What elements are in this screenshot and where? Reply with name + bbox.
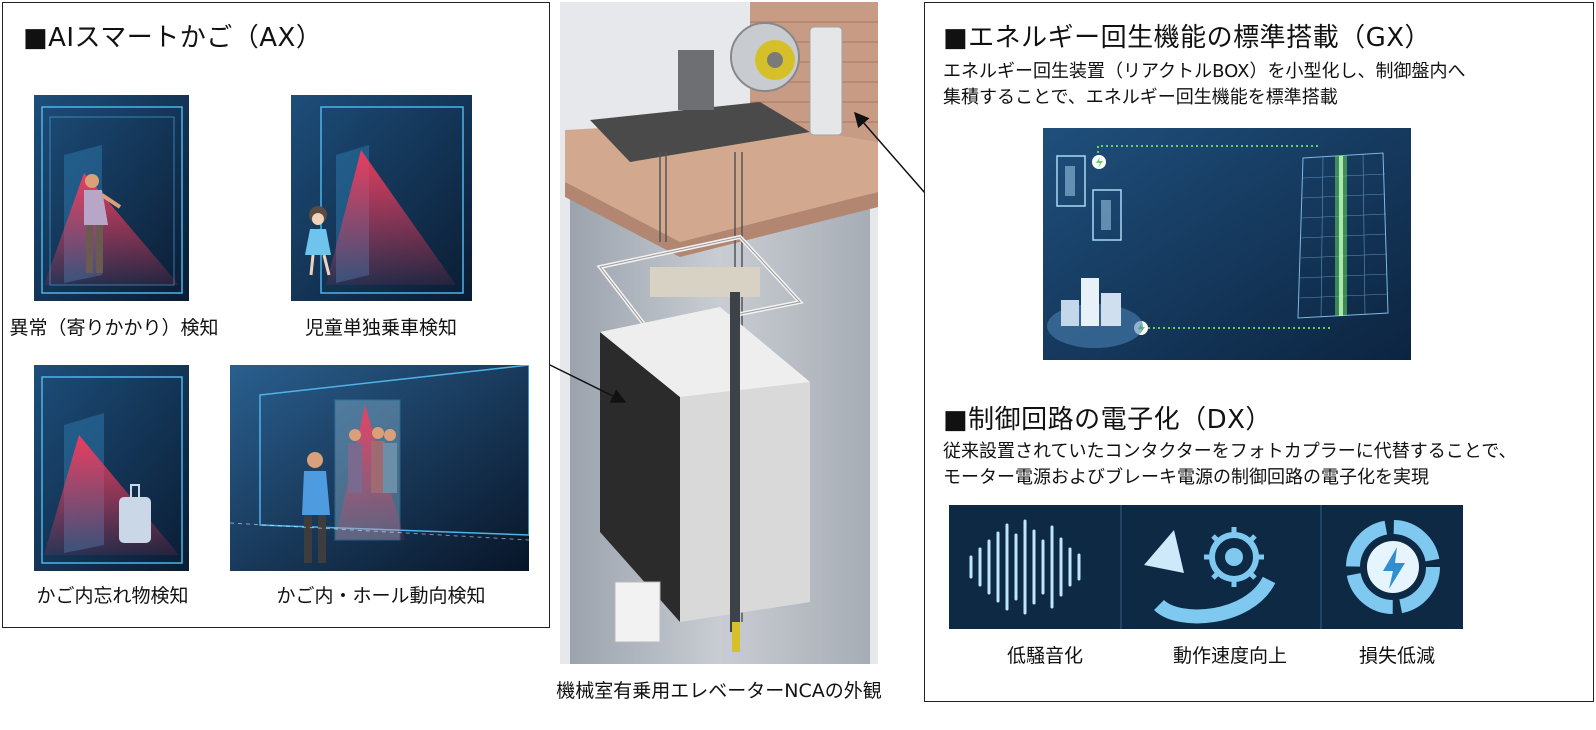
gx-description-line1: エネルギー回生装置（リアクトルBOX）を小型化し、制御盤内へ <box>943 61 1466 82</box>
dx-description-line2: モーター電源およびブレーキ電源の制御回路の電子化を実現 <box>943 467 1429 488</box>
gx-energy-regeneration-image <box>1043 128 1411 360</box>
lightning-cycle-icon <box>1346 520 1440 614</box>
elevator-illustration <box>560 2 878 664</box>
ax-caption-movement: かご内・ホール動向検知 <box>276 585 486 607</box>
sound-wave-icon <box>969 519 1081 615</box>
gx-title: ■エネルギー回生機能の標準搭載（GX） <box>943 23 1432 53</box>
dx-title: ■制御回路の電子化（DX） <box>943 405 1272 435</box>
ax-image-forgotten <box>34 365 189 571</box>
ax-image-leaning <box>34 95 189 301</box>
center-caption: 機械室有乗用エレベーターNCAの外観 <box>556 680 882 702</box>
dx-feature-label-noise: 低騒音化 <box>1006 645 1083 667</box>
gx-dx-panel: ■エネルギー回生機能の標準搭載（GX） エネルギー回生装置（リアクトルBOX）を… <box>924 2 1594 702</box>
dx-feature-label-speed: 動作速度向上 <box>1172 645 1287 667</box>
ax-caption-forgotten: かご内忘れ物検知 <box>36 585 189 607</box>
ax-caption-leaning: 異常（寄りかかり）検知 <box>9 317 219 339</box>
ax-panel: ■AIスマートかご（AX） 異常（寄りかかり）検知 <box>2 2 550 628</box>
ax-image-movement <box>230 365 529 571</box>
dx-features-image <box>949 505 1463 629</box>
ax-image-child <box>291 95 472 301</box>
dx-description-line1: 従来設置されていたコンタクターをフォトカプラーに代替することで、 <box>943 441 1517 462</box>
ax-caption-child: 児童単独乗車検知 <box>304 317 457 339</box>
ax-title: ■AIスマートかご（AX） <box>23 23 323 53</box>
speed-gear-icon <box>1144 527 1276 624</box>
dx-feature-label-loss: 損失低減 <box>1358 645 1435 667</box>
gx-description-line2: 集積することで、エネルギー回生機能を標準搭載 <box>943 87 1338 108</box>
